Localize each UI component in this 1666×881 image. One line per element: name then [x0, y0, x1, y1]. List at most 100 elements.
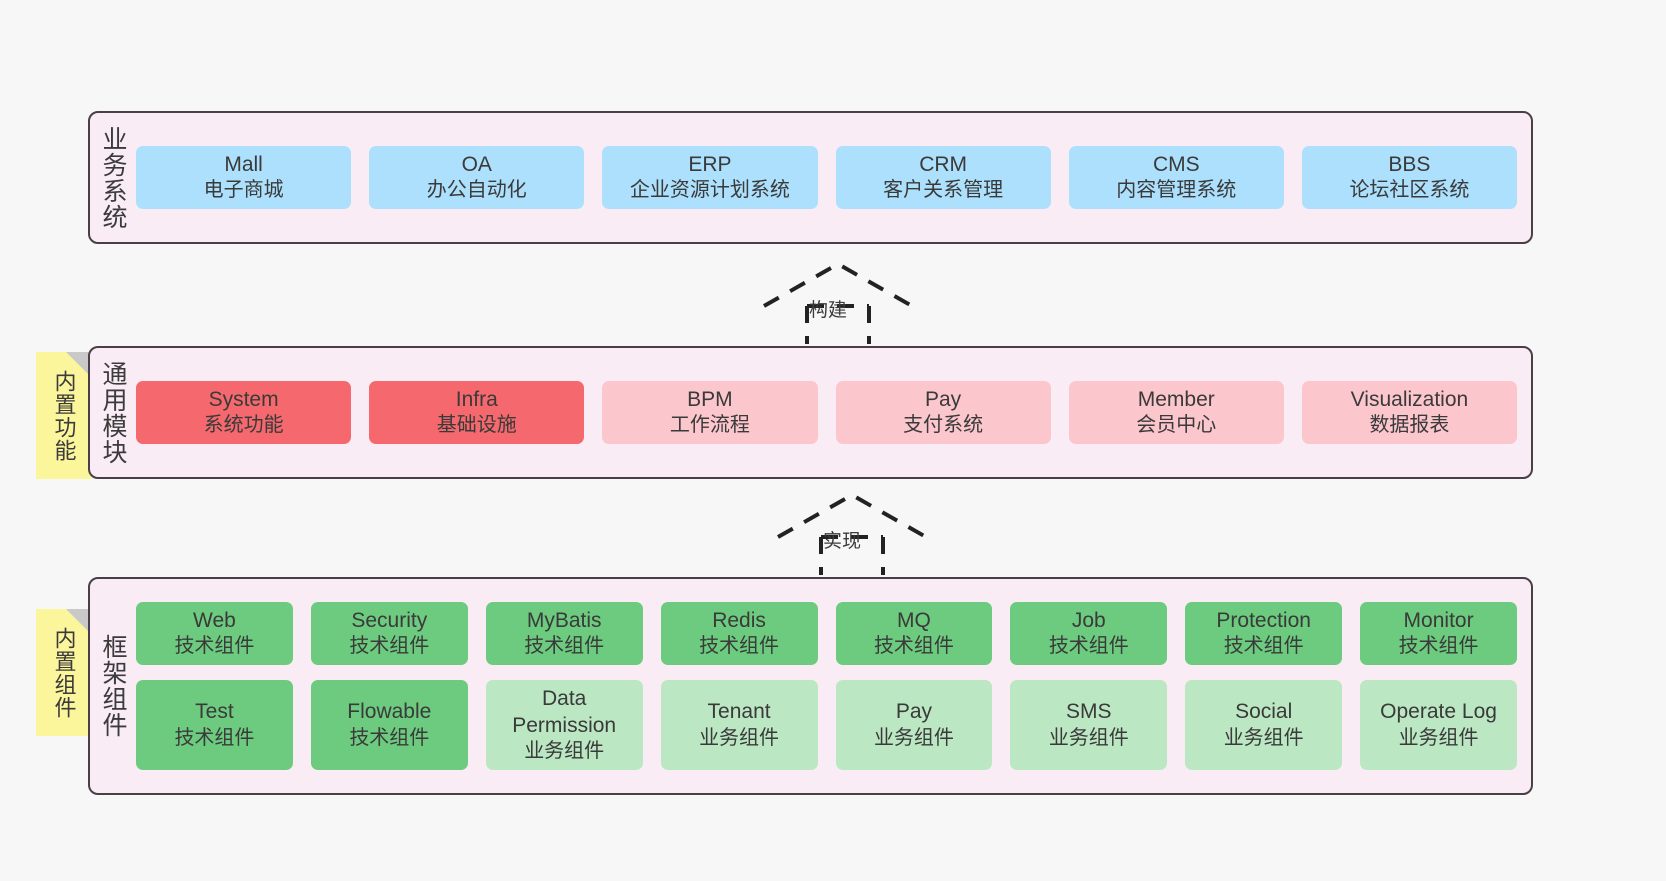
module-cn-label: 企业资源计划系统	[629, 179, 790, 202]
module-en-label: Mall	[224, 152, 263, 176]
component-cn-label: 业务组件	[1223, 726, 1304, 749]
component-cn-label: 技术组件	[174, 726, 255, 749]
component-cn-label: 技术组件	[1048, 635, 1129, 658]
component-cn-label: 技术组件	[699, 635, 780, 658]
layer-body-framework-components: Web 技术组件 Security 技术组件 MyBatis 技术组件 Redi…	[136, 579, 1531, 793]
box-row: Mall 电子商城 OA 办公自动化 ERP 企业资源计划系统 CRM 客户关系…	[136, 145, 1518, 210]
module-cn-label: 工作流程	[669, 414, 750, 437]
component-cn-label: 业务组件	[1048, 726, 1129, 749]
box-row: System 系统功能 Infra 基础设施 BPM 工作流程 Pay 支付系统…	[136, 380, 1518, 445]
component-en-label: Job	[1071, 608, 1106, 632]
box-row: Test 技术组件 Flowable 技术组件 Data Permission …	[136, 680, 1517, 771]
component-en-label: MQ	[897, 608, 931, 632]
sticky-note-label: 内置组件	[51, 626, 77, 719]
module-en-label: Pay	[925, 387, 962, 411]
module-en-label: Visualization	[1350, 387, 1469, 411]
component-cn-label: 技术组件	[524, 635, 605, 658]
component-cn-label: 业务组件	[699, 726, 780, 749]
component-en-label: Test	[195, 700, 234, 724]
component-en-label: Security	[351, 608, 428, 632]
module-en-label: CRM	[919, 152, 968, 176]
component-box-pay[interactable]: Pay 业务组件	[835, 680, 993, 771]
module-en-label: ERP	[688, 152, 732, 176]
layer-common-modules: 通用模块 System 系统功能 Infra 基础设施 BPM 工作流程 Pay…	[88, 346, 1533, 479]
module-cn-label: 电子商城	[203, 179, 284, 202]
module-cn-label: 支付系统	[903, 414, 984, 437]
module-cn-label: 系统功能	[203, 414, 284, 437]
layer-title-business-systems: 业务系统	[99, 125, 127, 230]
component-en-label: SMS	[1066, 700, 1112, 724]
component-box-monitor[interactable]: Monitor 技术组件	[1360, 601, 1517, 666]
module-en-label: Infra	[455, 387, 498, 411]
module-cn-label: 基础设施	[436, 414, 517, 437]
connector-implement-arrow	[777, 492, 927, 575]
sticky-note-label: 内置功能	[51, 369, 77, 462]
module-box-bpm[interactable]: BPM 工作流程	[602, 380, 818, 445]
component-en-label: Redis	[712, 608, 766, 632]
module-box-crm[interactable]: CRM 客户关系管理	[835, 145, 1051, 210]
component-box-redis[interactable]: Redis 技术组件	[660, 601, 818, 666]
component-en-label: Operate Log	[1380, 700, 1497, 724]
component-box-social[interactable]: Social 业务组件	[1185, 680, 1343, 771]
component-cn-label: 业务组件	[1398, 726, 1479, 749]
layer-body-business-systems: Mall 电子商城 OA 办公自动化 ERP 企业资源计划系统 CRM 客户关系…	[136, 113, 1531, 242]
module-cn-label: 数据报表	[1369, 414, 1450, 437]
module-box-oa[interactable]: OA 办公自动化	[369, 145, 585, 210]
component-en-label: Pay	[895, 700, 933, 724]
module-box-cms[interactable]: CMS 内容管理系统	[1068, 145, 1284, 210]
module-box-pay[interactable]: Pay 支付系统	[835, 380, 1051, 445]
component-en-label: Data Permission	[512, 687, 617, 737]
module-box-bbs[interactable]: BBS 论坛社区系统	[1301, 145, 1518, 210]
component-en-label: Tenant	[707, 700, 771, 724]
module-box-system[interactable]: System 系统功能	[136, 380, 352, 445]
component-box-test[interactable]: Test 技术组件	[136, 680, 293, 771]
component-box-security[interactable]: Security 技术组件	[310, 601, 468, 666]
component-cn-label: 业务组件	[524, 740, 605, 763]
component-box-operate-log[interactable]: Operate Log 业务组件	[1360, 680, 1517, 771]
layer-title-framework-components: 框架组件	[99, 634, 127, 738]
module-cn-label: 内容管理系统	[1116, 179, 1237, 202]
module-en-label: BBS	[1388, 152, 1431, 176]
layer-framework-components: 框架组件 Web 技术组件 Security 技术组件 MyBatis 技术组件…	[88, 577, 1533, 795]
connector-implement-label: 实现	[823, 531, 862, 552]
component-cn-label: 技术组件	[349, 726, 430, 749]
sticky-note-builtin-components: 内置组件	[36, 609, 92, 736]
component-box-protection[interactable]: Protection 技术组件	[1185, 601, 1343, 666]
component-cn-label: 技术组件	[1398, 635, 1479, 658]
connector-build-label: 构建	[809, 300, 848, 321]
sticky-fold-corner-icon	[66, 609, 92, 635]
component-en-label: MyBatis	[526, 608, 602, 632]
component-box-job[interactable]: Job 技术组件	[1010, 601, 1168, 666]
component-cn-label: 技术组件	[174, 635, 255, 658]
layer-title-common-modules: 通用模块	[99, 360, 127, 465]
connector-build-arrow	[763, 261, 913, 344]
module-box-mall[interactable]: Mall 电子商城	[136, 145, 352, 210]
module-en-label: Member	[1137, 387, 1215, 411]
module-cn-label: 论坛社区系统	[1349, 179, 1470, 202]
component-en-label: Monitor	[1403, 608, 1474, 632]
component-box-flowable[interactable]: Flowable 技术组件	[310, 680, 468, 771]
component-cn-label: 技术组件	[349, 635, 430, 658]
layer-business-systems: 业务系统 Mall 电子商城 OA 办公自动化 ERP 企业资源计划系统 CRM…	[88, 111, 1533, 244]
module-box-infra[interactable]: Infra 基础设施	[369, 380, 585, 445]
component-box-web[interactable]: Web 技术组件	[136, 601, 293, 666]
module-en-label: CMS	[1152, 152, 1200, 176]
module-en-label: System	[208, 387, 279, 411]
component-box-tenant[interactable]: Tenant 业务组件	[660, 680, 818, 771]
sticky-note-builtin-features: 内置功能	[36, 352, 92, 479]
sticky-fold-corner-icon	[66, 352, 92, 378]
component-en-label: Social	[1235, 700, 1293, 724]
module-box-member[interactable]: Member 会员中心	[1068, 380, 1284, 445]
module-en-label: OA	[461, 152, 492, 176]
module-cn-label: 办公自动化	[426, 179, 527, 202]
module-box-erp[interactable]: ERP 企业资源计划系统	[602, 145, 818, 210]
module-cn-label: 客户关系管理	[883, 179, 1004, 202]
module-box-visualization[interactable]: Visualization 数据报表	[1301, 380, 1518, 445]
component-box-mybatis[interactable]: MyBatis 技术组件	[485, 601, 643, 666]
component-box-sms[interactable]: SMS 业务组件	[1010, 680, 1168, 771]
component-cn-label: 技术组件	[873, 635, 954, 658]
component-box-data-permission[interactable]: Data Permission 业务组件	[485, 680, 643, 771]
component-cn-label: 业务组件	[873, 726, 954, 749]
component-en-label: Flowable	[347, 700, 432, 724]
component-box-mq[interactable]: MQ 技术组件	[835, 601, 993, 666]
